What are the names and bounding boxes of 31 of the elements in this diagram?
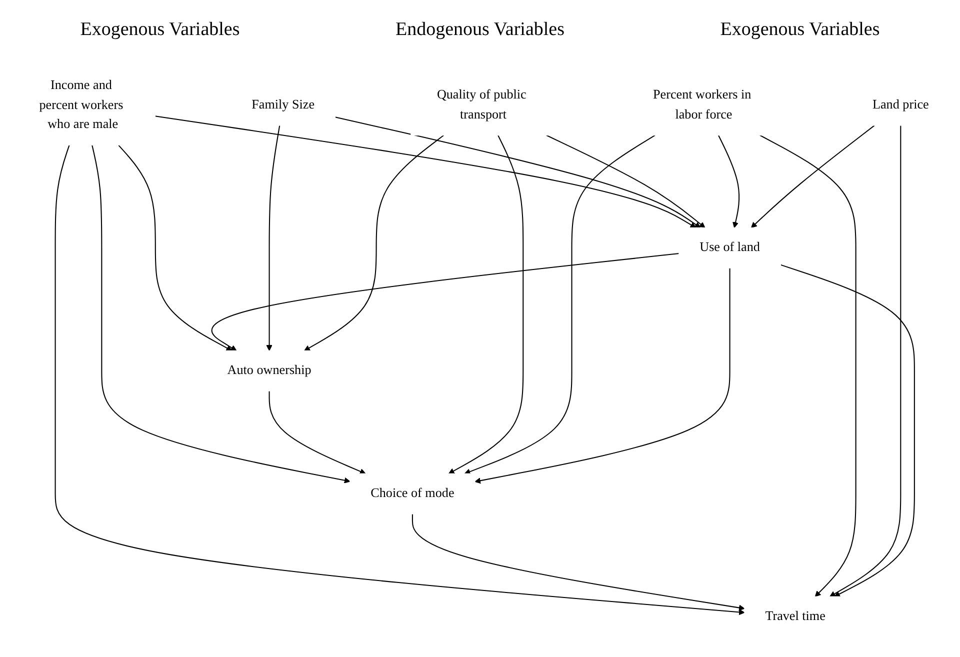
arrow [212,252,680,351]
arrow [155,116,696,228]
node-text: Choice of mode [370,486,454,501]
node-text: Land price [872,98,929,112]
node-text: Income and percent workers who are male [39,78,124,132]
column-heading: Exogenous Variables [719,19,881,41]
arrow [304,134,444,351]
arrow [266,125,280,351]
arrow [546,134,706,228]
node-text: Family Size [252,98,315,112]
node-text: Percent workers in labor force [653,88,752,122]
node-text: Use of land [700,240,760,255]
arrow [335,116,701,228]
column-heading: Exogenous Variables [79,19,241,41]
arrow [750,125,875,228]
arrow [448,135,524,474]
arrow [718,135,740,228]
arrow [464,134,656,475]
arrow [830,125,902,597]
node-text: Travel time [765,609,826,624]
arrow [412,514,745,611]
node-text: Quality of public transport [436,88,526,122]
arrow [474,268,730,484]
arrow [54,144,745,616]
node-text: Auto ownership [227,363,312,378]
arrow [118,144,232,351]
column-heading: Endogenous Variables [394,19,566,41]
arrow [780,264,915,597]
arrow [268,391,366,474]
arrow [760,134,856,597]
arrow [92,144,350,484]
